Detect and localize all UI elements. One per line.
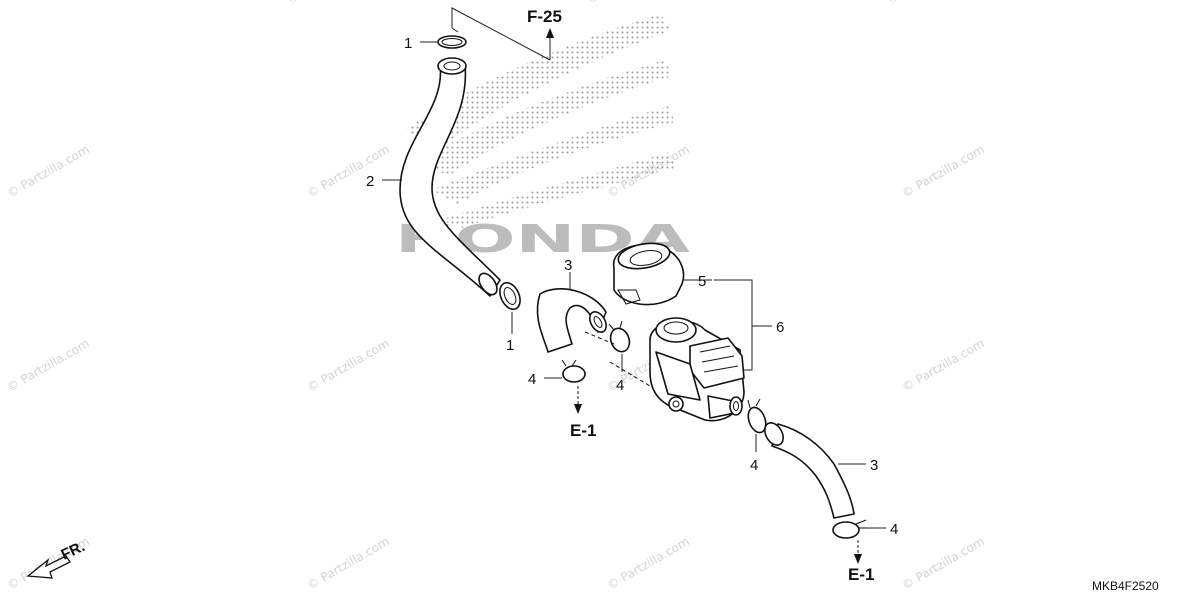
- reference-label-e1-left: E-1: [570, 421, 596, 440]
- rubber-mount-part-5[interactable]: 5: [613, 240, 750, 306]
- hose-part-2[interactable]: 2: [366, 57, 501, 298]
- diagram-code: MKB4F2520: [1092, 579, 1159, 593]
- reference-e1-bottom[interactable]: E-1: [848, 540, 874, 584]
- callout-4-center: 4: [616, 377, 624, 394]
- callout-4-left: 4: [528, 371, 536, 388]
- callout-5: 5: [698, 273, 706, 290]
- watermark-text: © Partzilla.com: [585, 0, 672, 7]
- clip-part-4-lower[interactable]: 4: [745, 398, 769, 474]
- callout-4-bottom: 4: [890, 521, 898, 538]
- callout-1-top: 1: [404, 35, 412, 52]
- watermark-text: © Partzilla.com: [900, 534, 987, 592]
- watermark-text: © Partzilla.com: [5, 336, 92, 394]
- clip-part-4-left[interactable]: 4: [528, 359, 586, 388]
- callout-4-lower: 4: [750, 457, 758, 474]
- air-control-valve[interactable]: [584, 317, 745, 422]
- reference-label-e1-bottom: E-1: [848, 565, 874, 584]
- watermark-text: © Partzilla.com: [305, 336, 392, 394]
- callout-6: 6: [776, 319, 784, 336]
- callout-group-6: 6: [744, 279, 784, 371]
- callout-3-upper: 3: [564, 257, 572, 274]
- callout-3-lower: 3: [870, 457, 878, 474]
- watermark-text: © Partzilla.com: [605, 534, 692, 592]
- watermark-text: © Partzilla.com: [285, 0, 372, 7]
- arrow-left-icon: [26, 555, 71, 579]
- hose-part-3-lower[interactable]: 3: [761, 420, 878, 519]
- clip-part-1-middle[interactable]: 1: [496, 280, 524, 354]
- reference-e1-left[interactable]: E-1: [570, 386, 596, 440]
- watermark-text: © Partzilla.com: [900, 336, 987, 394]
- clip-part-1-top[interactable]: 1: [404, 35, 467, 52]
- callout-1-middle: 1: [506, 337, 514, 354]
- watermark-text: © Partzilla.com: [305, 142, 392, 200]
- callout-2: 2: [366, 173, 374, 190]
- hose-part-3-upper[interactable]: 3: [536, 257, 609, 353]
- reference-f25[interactable]: F-25: [451, 7, 562, 61]
- clip-part-4-bottom[interactable]: 4: [832, 519, 898, 539]
- watermark-text: © Partzilla.com: [900, 142, 987, 200]
- watermark-text: © Partzilla.com: [5, 142, 92, 200]
- watermark-text: © Partzilla.com: [885, 0, 972, 7]
- watermark-text: © Partzilla.com: [305, 534, 392, 592]
- reference-label-f25: F-25: [527, 7, 562, 26]
